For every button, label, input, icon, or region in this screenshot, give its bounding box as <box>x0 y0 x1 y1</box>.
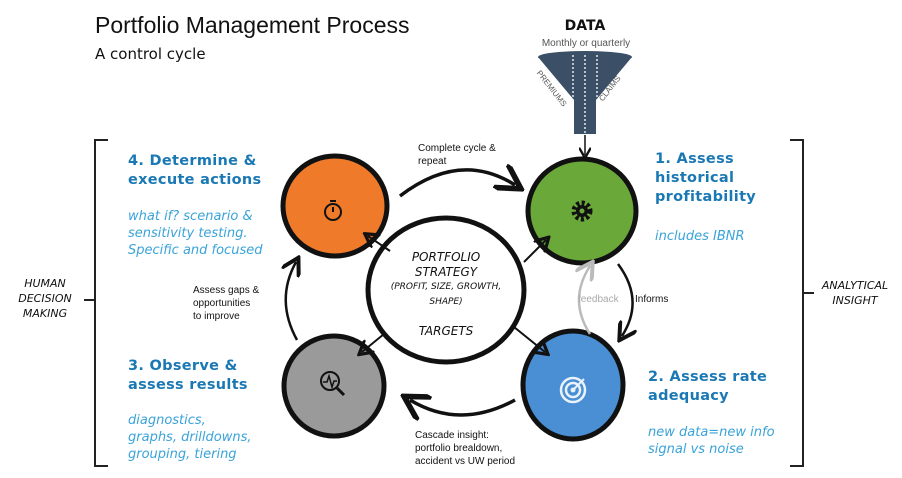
label-line: to improve <box>193 311 240 322</box>
label-line: portfolio brealdown, <box>415 443 503 454</box>
step2-heading-line: 2. Assess rate <box>648 369 768 385</box>
complete-cycle-label: Complete cycle & repeat <box>418 142 496 168</box>
gear-icon <box>571 200 593 222</box>
step1-heading-line: historical <box>655 170 735 186</box>
step3-detail: diagnostics, graphs, drilldowns, groupin… <box>128 412 252 463</box>
side-line: HUMAN <box>24 277 66 290</box>
feedback-label: feedback <box>578 294 619 305</box>
center-circle <box>365 215 527 365</box>
label-line: Complete cycle & <box>418 143 496 154</box>
step2-detail-line: new data=new info <box>648 425 775 440</box>
step2-detail: new data=new info signal vs noise <box>648 424 775 458</box>
step3-heading: 3. Observe & assess results <box>128 357 248 395</box>
center-line: SHAPE) <box>429 297 463 307</box>
step4-heading-line: execute actions <box>128 172 262 188</box>
target-icon <box>559 376 587 404</box>
step1-heading: 1. Assess historical profitability <box>655 150 756 207</box>
step4-circle <box>280 153 390 259</box>
step3-detail-line: graphs, drilldowns, <box>128 430 252 445</box>
step3-circle <box>281 333 387 439</box>
side-line: ANALYTICAL <box>821 279 889 292</box>
step4-detail-line: what if? scenario & <box>128 209 253 224</box>
data-title: DATA <box>564 18 606 34</box>
stopwatch-icon <box>324 200 342 221</box>
step4-detail: what if? scenario & sensitivity testing.… <box>128 208 262 259</box>
step3-heading-line: assess results <box>128 377 248 393</box>
step3-detail-line: grouping, tiering <box>128 447 237 462</box>
step4-detail-line: sensitivity testing. <box>128 226 248 241</box>
step2-heading-line: adequacy <box>648 388 729 404</box>
side-line: INSIGHT <box>832 294 878 307</box>
side-line: MAKING <box>22 307 68 320</box>
step4-detail-line: Specific and focused <box>128 243 263 258</box>
human-decision-making-label: HUMAN DECISION MAKING <box>8 276 82 321</box>
label-line: repeat <box>418 156 447 167</box>
label-line: Cascade insight: <box>415 430 489 441</box>
label-line: Assess gaps & <box>193 285 260 296</box>
analytical-insight-label: ANALYTICAL INSIGHT <box>814 278 896 308</box>
label-line: accident vs UW period <box>415 456 516 467</box>
left-bracket <box>84 139 108 467</box>
portfolio-strategy: PORTFOLIO STRATEGY (PROFIT, SIZE, GROWTH… <box>376 250 516 339</box>
step2-detail-line: signal vs noise <box>648 442 744 457</box>
cascade-insight-label: Cascade insight: portfolio brealdown, ac… <box>415 429 515 468</box>
step1-heading-line: 1. Assess <box>655 151 734 167</box>
informs-label: Informs <box>635 294 669 305</box>
step3-detail-line: diagnostics, <box>128 413 206 428</box>
center-line: (PROFIT, SIZE, GROWTH, <box>390 282 502 292</box>
step4-heading: 4. Determine & execute actions <box>128 152 261 190</box>
label-line: opportunities <box>193 298 251 309</box>
targets-label: TARGETS <box>418 324 474 338</box>
step1-detail: includes IBNR <box>655 229 745 244</box>
assess-gaps-label: Assess gaps & opportunities to improve <box>193 284 259 323</box>
center-line: STRATEGY <box>414 265 478 279</box>
data-funnel-icon <box>538 51 632 155</box>
magnifier-chart-icon <box>320 371 346 397</box>
step3-heading-line: 3. Observe & <box>128 358 238 374</box>
step4-heading-line: 4. Determine & <box>128 153 257 169</box>
right-bracket <box>790 139 814 467</box>
step2-circle <box>520 328 626 442</box>
data-subtitle: Monthly or quarterly <box>541 38 631 49</box>
page-subtitle: A control cycle <box>95 45 206 63</box>
step1-heading-line: profitability <box>655 189 757 205</box>
side-line: DECISION <box>18 292 72 305</box>
step2-heading: 2. Assess rate adequacy <box>648 368 767 406</box>
center-line: PORTFOLIO <box>411 250 481 264</box>
page-title: Portfolio Management Process <box>95 12 410 38</box>
